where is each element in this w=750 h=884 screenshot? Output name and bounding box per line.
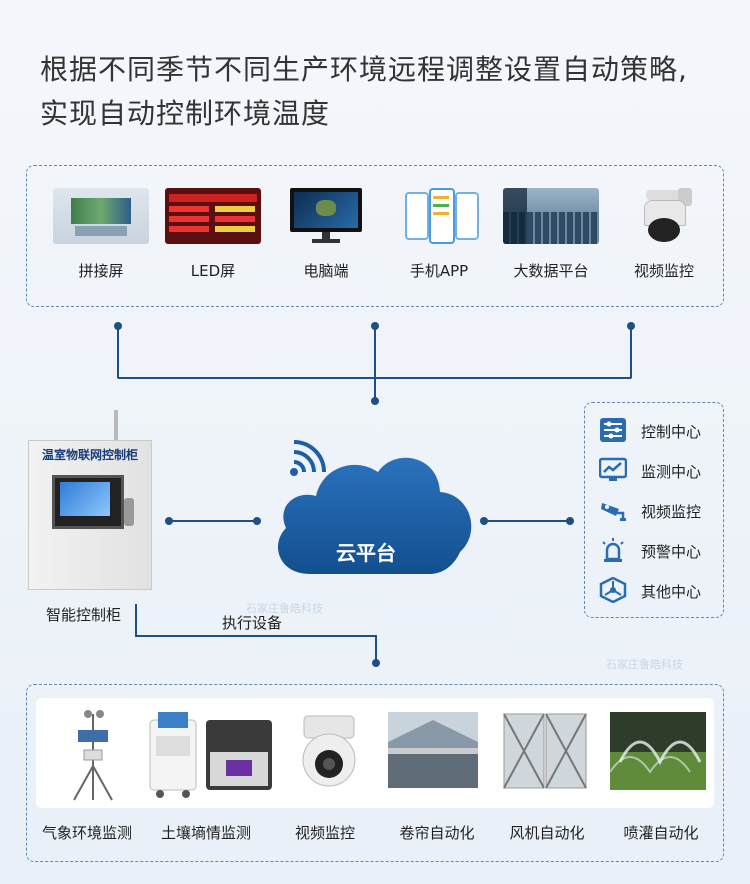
- bottom-item-weather[interactable]: 气象环境监测: [32, 822, 142, 843]
- bottom-item-fan[interactable]: 风机自动化: [492, 822, 602, 843]
- headline: 根据不同季节不同生产环境远程调整设置自动策略, 实现自动控制环境温度: [40, 48, 720, 136]
- cloud-icon: [278, 457, 472, 574]
- bottom-label: 卷帘自动化: [399, 824, 475, 842]
- sprinkler-irrigation-icon: [610, 712, 706, 790]
- center-label: 其他中心: [641, 583, 702, 601]
- device-label: 拼接屏: [78, 262, 124, 280]
- centers-panel: 控制中心 监测中心 视频监控 预警中心: [584, 402, 724, 618]
- display-devices-panel: 拼接屏 LED屏 电脑端 手: [26, 165, 724, 307]
- bottom-label: 喷灌自动化: [623, 824, 699, 842]
- connector-line: [117, 377, 632, 379]
- bottom-item-curtain[interactable]: 卷帘自动化: [382, 822, 492, 843]
- connector-line: [169, 520, 257, 522]
- cloud-platform-label: 云平台: [336, 541, 396, 565]
- big-data-platform-icon: [503, 188, 599, 244]
- mobile-app-icon: [391, 188, 487, 244]
- led-screen-icon: [165, 188, 261, 244]
- connector-line: [135, 635, 377, 637]
- video-wall-icon: [53, 188, 149, 244]
- ptz-camera-icon: [616, 188, 712, 244]
- alarm-light-icon: [602, 538, 624, 562]
- device-video-surveillance[interactable]: 视频监控: [609, 166, 719, 281]
- execution-devices-label: 执行设备: [222, 614, 283, 632]
- bottom-label: 土壤墒情监测: [160, 824, 251, 842]
- bottom-label: 风机自动化: [509, 824, 585, 842]
- connector-line: [374, 326, 376, 402]
- cabinet-title: 温室物联网控制柜: [41, 448, 138, 462]
- computer-monitor-icon: [278, 188, 374, 244]
- device-led-screen[interactable]: LED屏: [158, 166, 268, 281]
- execution-devices-panel: [26, 684, 724, 862]
- device-mobile-app[interactable]: 手机APP: [384, 166, 494, 281]
- connector-dot: [372, 659, 380, 667]
- center-item-video[interactable]: 视频监控: [599, 495, 719, 525]
- device-label: LED屏: [190, 262, 236, 280]
- hexagon-network-icon: [599, 577, 627, 603]
- antenna-icon: [114, 410, 118, 442]
- device-video-wall[interactable]: 拼接屏: [46, 166, 156, 281]
- connector-line: [117, 326, 119, 378]
- connector-line: [135, 604, 137, 636]
- wifi-signal-icon: [290, 440, 326, 476]
- connector-dot: [253, 517, 261, 525]
- center-item-monitoring[interactable]: 监测中心: [599, 455, 719, 485]
- center-item-control[interactable]: 控制中心: [599, 415, 719, 445]
- dome-camera-icon: [302, 715, 356, 787]
- center-label: 控制中心: [641, 423, 702, 441]
- device-big-data-platform[interactable]: 大数据平台: [496, 166, 606, 281]
- cabinet-handle-icon: [124, 498, 134, 526]
- connector-line: [630, 326, 632, 378]
- center-label: 预警中心: [641, 543, 702, 561]
- bottom-item-sprinkler[interactable]: 喷灌自动化: [606, 822, 716, 843]
- bottom-label: 视频监控: [294, 824, 355, 842]
- headline-line-2: 实现自动控制环境温度: [40, 97, 331, 130]
- device-computer[interactable]: 电脑端: [271, 166, 381, 281]
- connector-line: [484, 520, 568, 522]
- center-label: 视频监控: [641, 503, 702, 521]
- center-item-other[interactable]: 其他中心: [599, 575, 719, 605]
- bottom-item-soil[interactable]: 土壤墒情监测: [151, 822, 261, 843]
- soil-moisture-kit-icon: [149, 712, 272, 798]
- watermark: 石家庄鲁皓科技: [606, 658, 683, 671]
- cabinet-display: [60, 482, 110, 516]
- bottom-item-video[interactable]: 视频监控: [270, 822, 380, 843]
- device-label: 大数据平台: [513, 262, 589, 280]
- control-sliders-icon: [600, 418, 626, 442]
- greenhouse-curtain-icon: [388, 712, 478, 788]
- security-camera-icon: [601, 503, 626, 521]
- headline-line-1: 根据不同季节不同生产环境远程调整设置自动策略,: [40, 53, 688, 86]
- device-label: 视频监控: [633, 262, 694, 280]
- connector-dot: [566, 517, 574, 525]
- device-label: 手机APP: [409, 262, 469, 280]
- exhaust-fan-icon: [503, 713, 587, 789]
- weather-station-icon: [73, 710, 113, 801]
- connector-dot: [371, 397, 379, 405]
- bottom-label: 气象环境监测: [41, 824, 132, 842]
- watermark: 石家庄鲁皓科技: [246, 602, 323, 615]
- execution-devices-images: [36, 698, 714, 808]
- cabinet-label: 智能控制柜: [46, 606, 122, 624]
- center-label: 监测中心: [641, 463, 702, 481]
- center-item-alarm[interactable]: 预警中心: [599, 535, 719, 565]
- device-label: 电脑端: [303, 262, 349, 280]
- connector-line: [375, 635, 377, 661]
- monitor-chart-icon: [599, 457, 627, 481]
